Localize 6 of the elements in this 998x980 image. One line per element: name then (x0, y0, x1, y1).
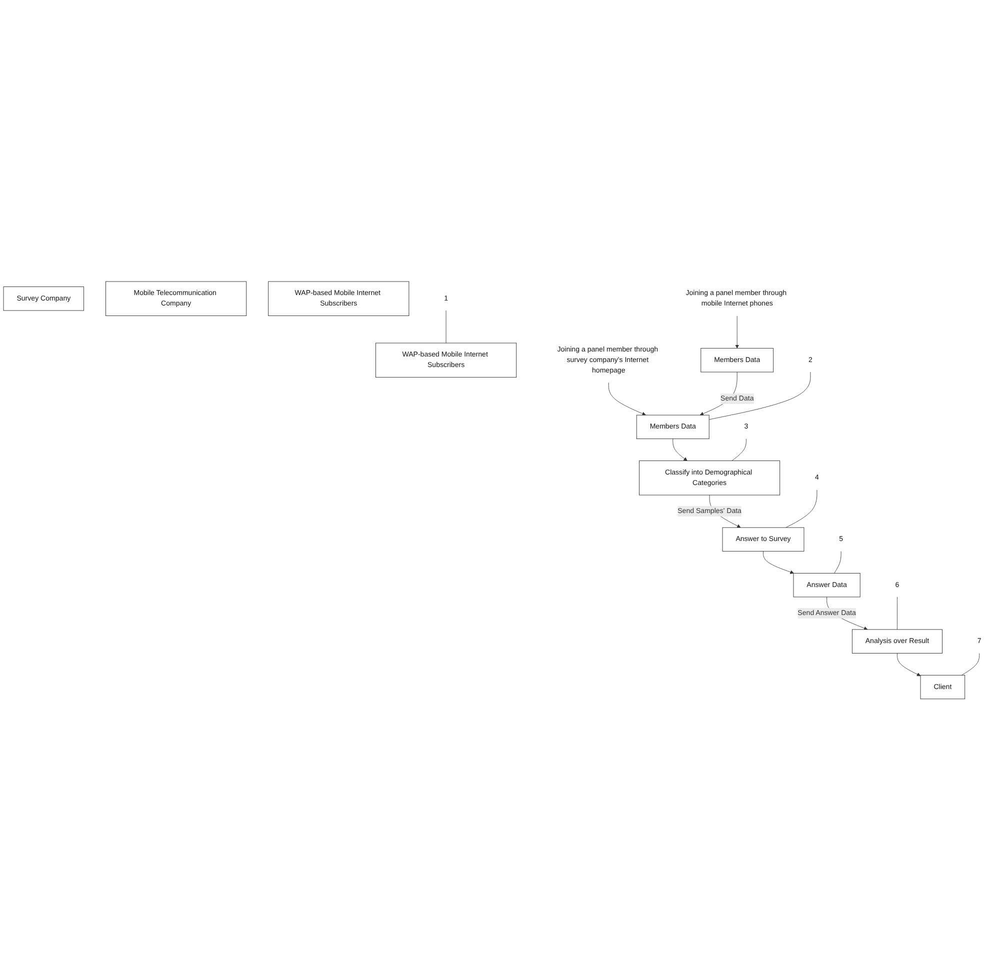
connector (786, 489, 818, 528)
connector (962, 652, 980, 676)
connector (732, 438, 746, 461)
connector (897, 596, 898, 630)
connector (834, 550, 842, 574)
connector (708, 372, 811, 420)
